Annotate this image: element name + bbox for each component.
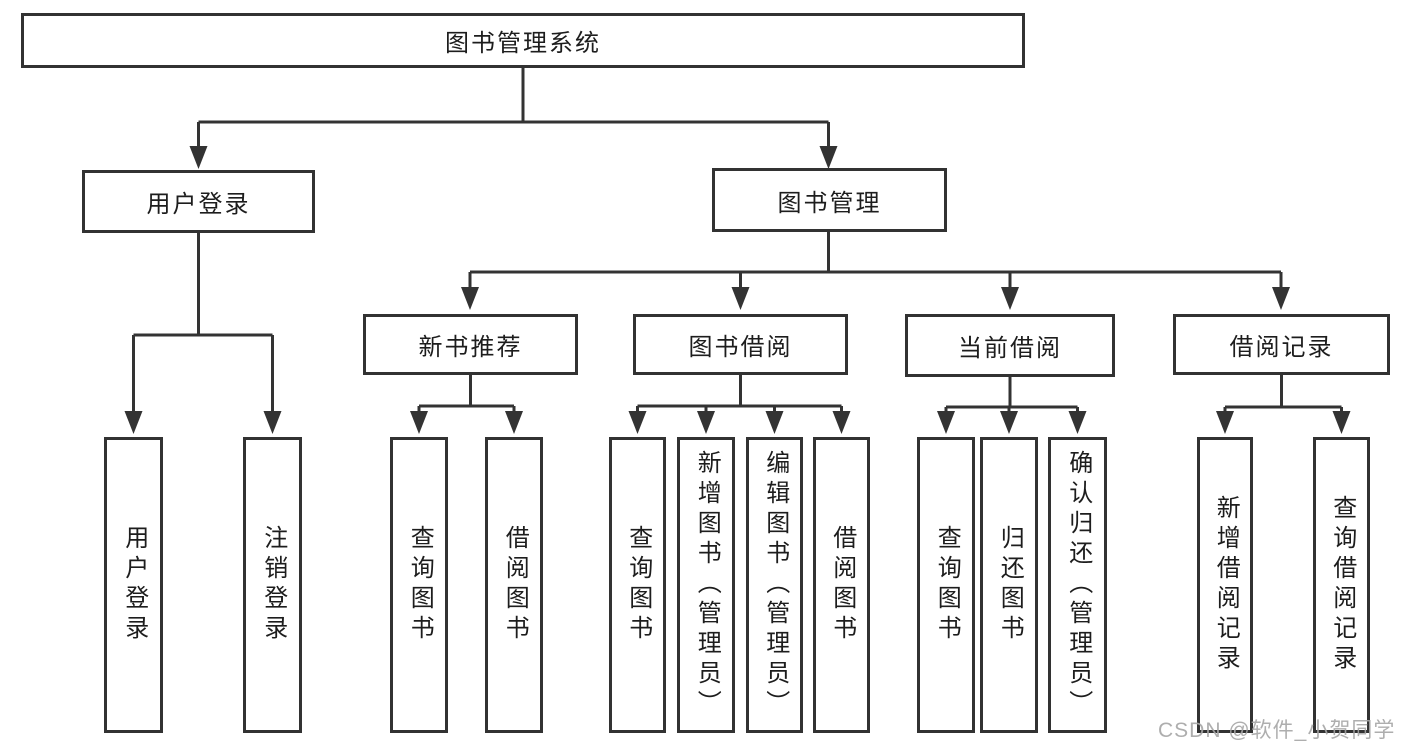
leaf-label: 确认归还（管理员） bbox=[1064, 450, 1092, 720]
edge-current-borrowing-to-leaves bbox=[937, 377, 1087, 434]
leaf-logout: 注销登录 bbox=[243, 437, 302, 733]
csdn-watermark: CSDN @软件_小贺同学 bbox=[1158, 719, 1396, 742]
leaf-label: 编辑图书（管理员） bbox=[761, 450, 789, 720]
node-label: 图书借阅 bbox=[688, 334, 793, 361]
node-borrowing-records: 借阅记录 bbox=[1173, 314, 1390, 375]
leaf-borrow-books-borrowing: 借阅图书 bbox=[813, 437, 870, 733]
leaf-label: 新增借阅记录 bbox=[1212, 495, 1240, 675]
node-label: 图书管理系统 bbox=[445, 30, 601, 57]
leaf-confirm-return-admin: 确认归还（管理员） bbox=[1048, 437, 1107, 733]
leaf-label: 归还图书 bbox=[996, 525, 1024, 645]
node-label: 当前借阅 bbox=[958, 335, 1062, 362]
edge-user-login-to-leaves bbox=[124, 233, 282, 434]
node-current-borrowing: 当前借阅 bbox=[905, 314, 1115, 377]
leaf-label: 借阅图书 bbox=[828, 525, 856, 645]
leaf-label: 借阅图书 bbox=[501, 525, 529, 645]
leaf-label: 查询图书 bbox=[624, 525, 652, 645]
node-user-login: 用户登录 bbox=[82, 170, 315, 233]
node-label: 图书管理 bbox=[777, 189, 882, 217]
leaf-add-borrow-record: 新增借阅记录 bbox=[1197, 437, 1253, 733]
leaf-borrow-books-recommend: 借阅图书 bbox=[485, 437, 543, 733]
edge-root-to-level2 bbox=[189, 68, 838, 169]
leaf-label: 查询图书 bbox=[933, 525, 961, 645]
node-label: 用户登录 bbox=[146, 191, 251, 218]
leaf-query-borrow-record: 查询借阅记录 bbox=[1313, 437, 1370, 733]
node-new-book-recommendation: 新书推荐 bbox=[363, 314, 578, 375]
leaf-label: 新增图书（管理员） bbox=[693, 450, 721, 720]
leaf-label: 用户登录 bbox=[120, 525, 148, 645]
edge-new-book-recommendation-to-leaves bbox=[410, 375, 523, 434]
node-book-borrowing: 图书借阅 bbox=[633, 314, 848, 375]
leaf-return-books: 归还图书 bbox=[980, 437, 1038, 733]
leaf-label: 查询图书 bbox=[406, 525, 434, 645]
edge-book-management-to-level3 bbox=[461, 232, 1290, 310]
leaf-query-books-current: 查询图书 bbox=[917, 437, 975, 733]
node-label: 新书推荐 bbox=[418, 334, 523, 361]
leaf-user-login: 用户登录 bbox=[104, 437, 163, 733]
node-label: 借阅记录 bbox=[1229, 334, 1334, 361]
node-book-management: 图书管理 bbox=[712, 168, 947, 232]
leaf-edit-books-admin: 编辑图书（管理员） bbox=[746, 437, 803, 733]
leaf-query-books-borrowing: 查询图书 bbox=[609, 437, 666, 733]
leaf-add-books-admin: 新增图书（管理员） bbox=[677, 437, 735, 733]
leaf-query-books-recommend: 查询图书 bbox=[390, 437, 448, 733]
edge-book-borrowing-to-leaves bbox=[628, 375, 851, 434]
leaf-label: 注销登录 bbox=[259, 525, 287, 645]
leaf-label: 查询借阅记录 bbox=[1328, 495, 1356, 675]
node-root-library-management-system: 图书管理系统 bbox=[21, 13, 1025, 68]
edge-borrowing-records-to-leaves bbox=[1216, 375, 1351, 434]
